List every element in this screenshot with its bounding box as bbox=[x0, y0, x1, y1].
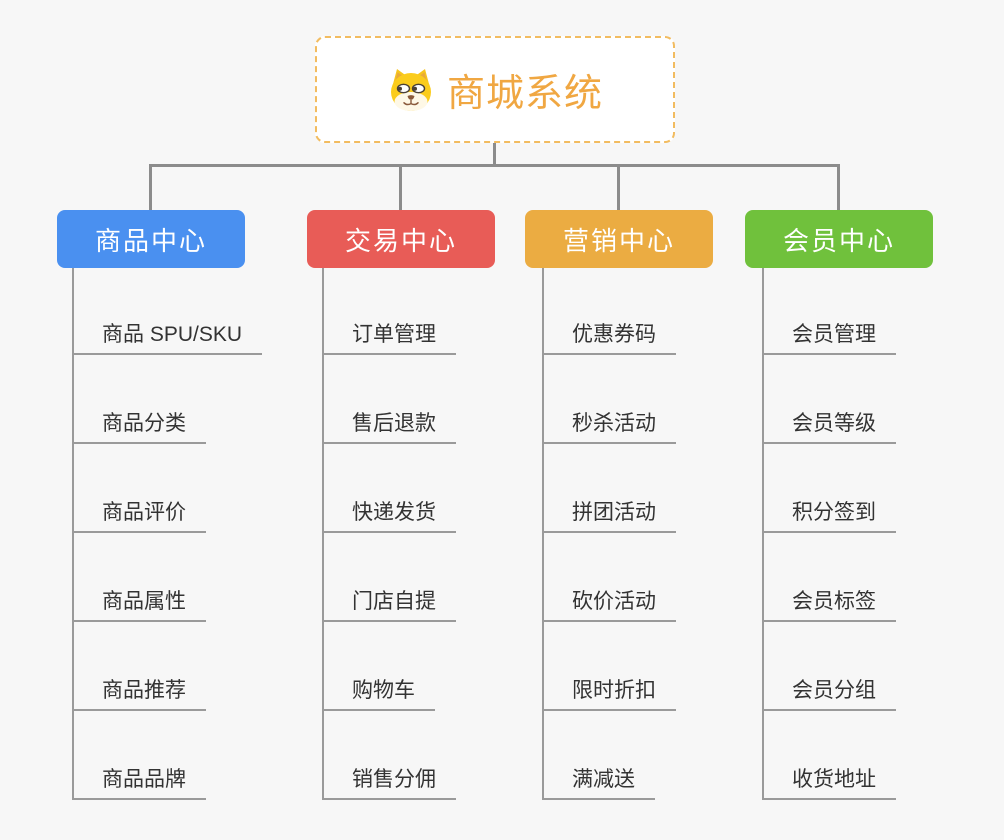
leaf-node[interactable]: 商品推荐 bbox=[74, 677, 206, 711]
branch-node-marketing-center[interactable]: 营销中心 bbox=[525, 210, 713, 268]
branch-drop-line-4 bbox=[837, 164, 840, 210]
leaf-node[interactable]: 商品分类 bbox=[74, 410, 206, 444]
branch-node-member-center[interactable]: 会员中心 bbox=[745, 210, 933, 268]
leaf-node[interactable]: 销售分佣 bbox=[324, 766, 456, 800]
subtree-product-center: 商品 SPU/SKU 商品分类 商品评价 商品属性 商品推荐 商品品牌 bbox=[72, 268, 263, 800]
leaf-node[interactable]: 快递发货 bbox=[324, 499, 456, 533]
branch-node-trade-center[interactable]: 交易中心 bbox=[307, 210, 495, 268]
leaf-node[interactable]: 优惠券码 bbox=[544, 321, 676, 355]
root-node[interactable]: 商城系统 bbox=[315, 36, 675, 143]
subtree-member-center: 会员管理 会员等级 积分签到 会员标签 会员分组 收货地址 bbox=[762, 268, 896, 800]
branch-drop-line-2 bbox=[399, 164, 402, 210]
leaf-node[interactable]: 会员等级 bbox=[764, 410, 896, 444]
branch-node-product-center[interactable]: 商品中心 bbox=[57, 210, 245, 268]
branch-drop-line-3 bbox=[617, 164, 620, 210]
leaf-node[interactable]: 会员标签 bbox=[764, 588, 896, 622]
leaf-node[interactable]: 砍价活动 bbox=[544, 588, 676, 622]
leaf-node[interactable]: 拼团活动 bbox=[544, 499, 676, 533]
dog-face-icon bbox=[390, 68, 431, 111]
leaf-node[interactable]: 商品品牌 bbox=[74, 766, 206, 800]
branch-drop-line-1 bbox=[149, 164, 152, 210]
leaf-node[interactable]: 商品 SPU/SKU bbox=[74, 321, 263, 355]
subtree-marketing-center: 优惠券码 秒杀活动 拼团活动 砍价活动 限时折扣 满减送 bbox=[542, 268, 676, 800]
leaf-node[interactable]: 会员分组 bbox=[764, 677, 896, 711]
leaf-node[interactable]: 购物车 bbox=[324, 677, 435, 711]
leaf-node[interactable]: 门店自提 bbox=[324, 588, 456, 622]
leaf-node[interactable]: 商品评价 bbox=[74, 499, 206, 533]
leaf-node[interactable]: 积分签到 bbox=[764, 499, 896, 533]
leaf-node[interactable]: 订单管理 bbox=[324, 321, 456, 355]
leaf-node[interactable]: 会员管理 bbox=[764, 321, 896, 355]
branch-connector-bar bbox=[149, 164, 840, 167]
leaf-node[interactable]: 商品属性 bbox=[74, 588, 206, 622]
leaf-node[interactable]: 秒杀活动 bbox=[544, 410, 676, 444]
leaf-node[interactable]: 售后退款 bbox=[324, 410, 456, 444]
root-connector-stub bbox=[493, 143, 496, 164]
leaf-node[interactable]: 满减送 bbox=[544, 766, 655, 800]
root-title: 商城系统 bbox=[446, 73, 603, 115]
subtree-trade-center: 订单管理 售后退款 快递发货 门店自提 购物车 销售分佣 bbox=[322, 268, 456, 800]
leaf-node[interactable]: 收货地址 bbox=[764, 766, 896, 800]
leaf-node[interactable]: 限时折扣 bbox=[544, 677, 676, 711]
